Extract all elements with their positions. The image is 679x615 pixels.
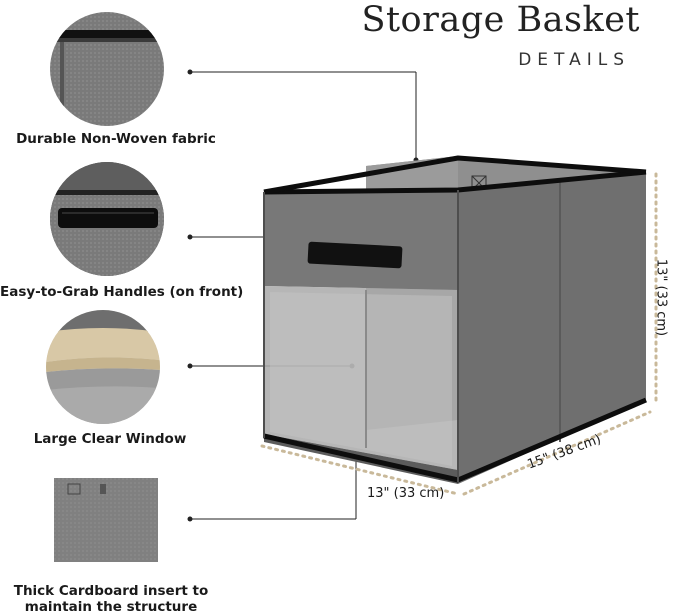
cardboard-insert-image [54, 478, 158, 562]
feature-label-handles: Easy-to-Grab Handles (on front) [0, 284, 244, 300]
handle-closeup-image [50, 162, 164, 276]
clear-window-closeup-image [46, 310, 160, 424]
dimension-lines [260, 172, 658, 496]
fabric-closeup-image [50, 12, 164, 126]
feature-label-fabric: Durable Non-Woven fabric [16, 131, 216, 147]
dimension-height-label: 13" (33 cm) [653, 258, 669, 337]
page-title: Storage Basket [361, 0, 640, 40]
feature-label-window: Large Clear Window [33, 431, 187, 447]
dimension-depth-label: 13" (33 cm) [367, 486, 445, 501]
feature-label-cardboard-line1: Thick Cardboard insert to [13, 583, 209, 599]
feature-label-cardboard: Thick Cardboard insert to maintain the s… [0, 583, 222, 615]
page-subtitle: DETAILS [518, 50, 630, 70]
feature-label-cardboard-line2: maintain the structure [24, 599, 198, 615]
